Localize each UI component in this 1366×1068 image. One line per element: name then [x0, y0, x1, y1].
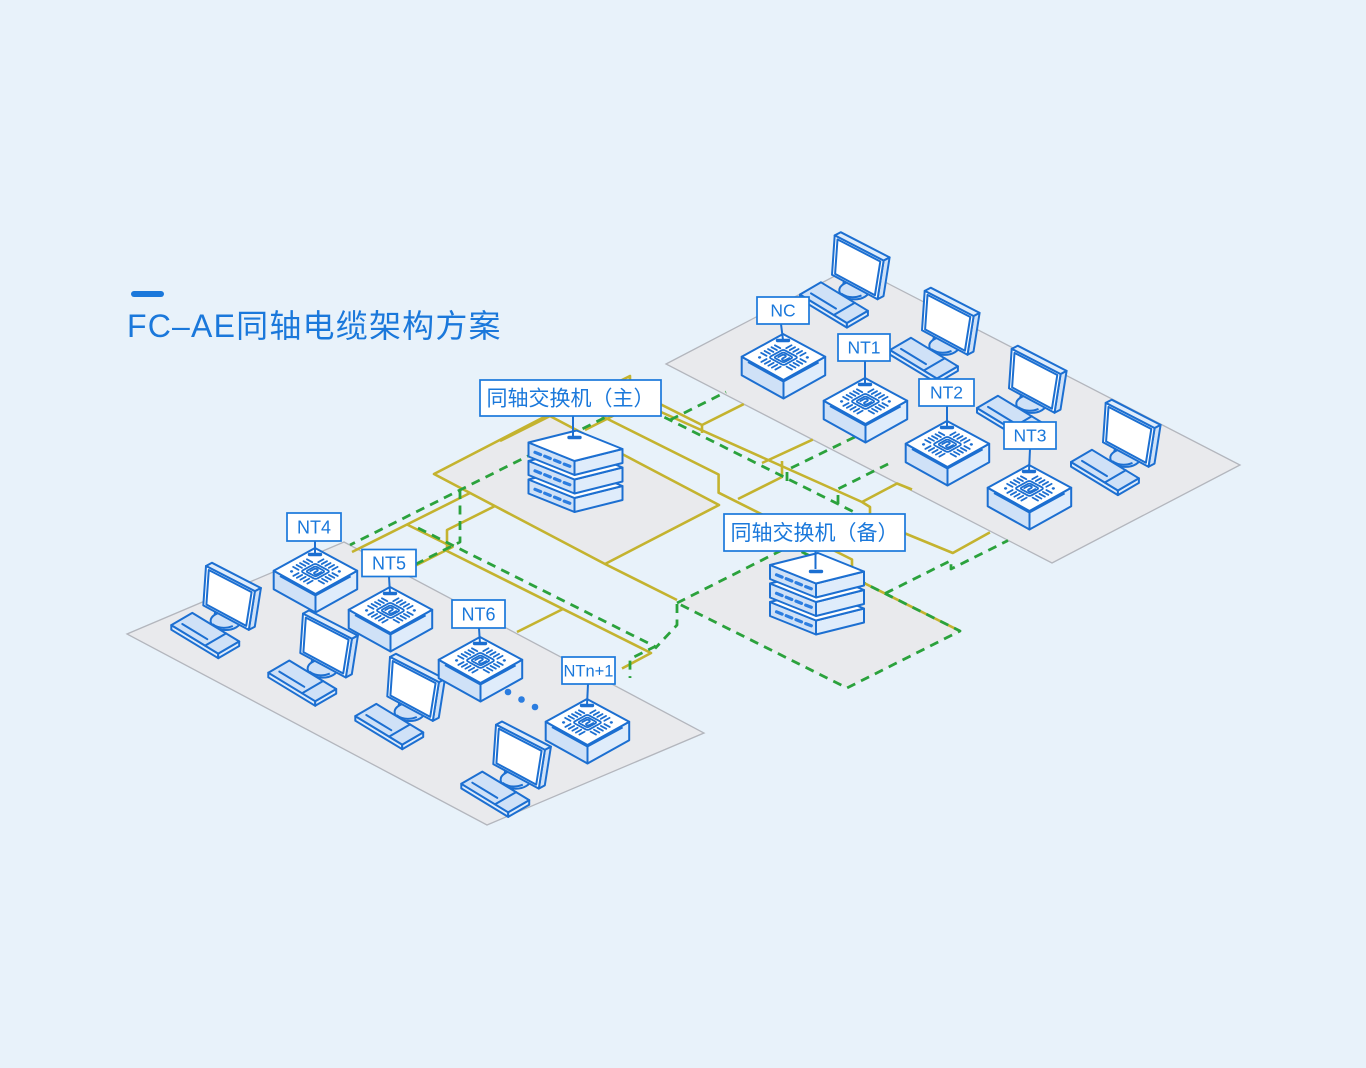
svg-text:NT2: NT2	[930, 383, 963, 403]
svg-text:NT5: NT5	[372, 553, 406, 573]
svg-text:同轴交换机（主）: 同轴交换机（主）	[487, 387, 655, 410]
svg-text:NTn+1: NTn+1	[564, 662, 614, 680]
svg-text:NT6: NT6	[461, 604, 495, 624]
svg-text:同轴交换机（备）: 同轴交换机（备）	[731, 522, 899, 545]
svg-text:NT3: NT3	[1013, 426, 1046, 446]
svg-text:NC: NC	[770, 301, 795, 321]
svg-text:NT4: NT4	[297, 517, 331, 537]
svg-text:FC–AE同轴电缆架构方案: FC–AE同轴电缆架构方案	[127, 308, 502, 344]
svg-text:NT1: NT1	[847, 338, 880, 358]
